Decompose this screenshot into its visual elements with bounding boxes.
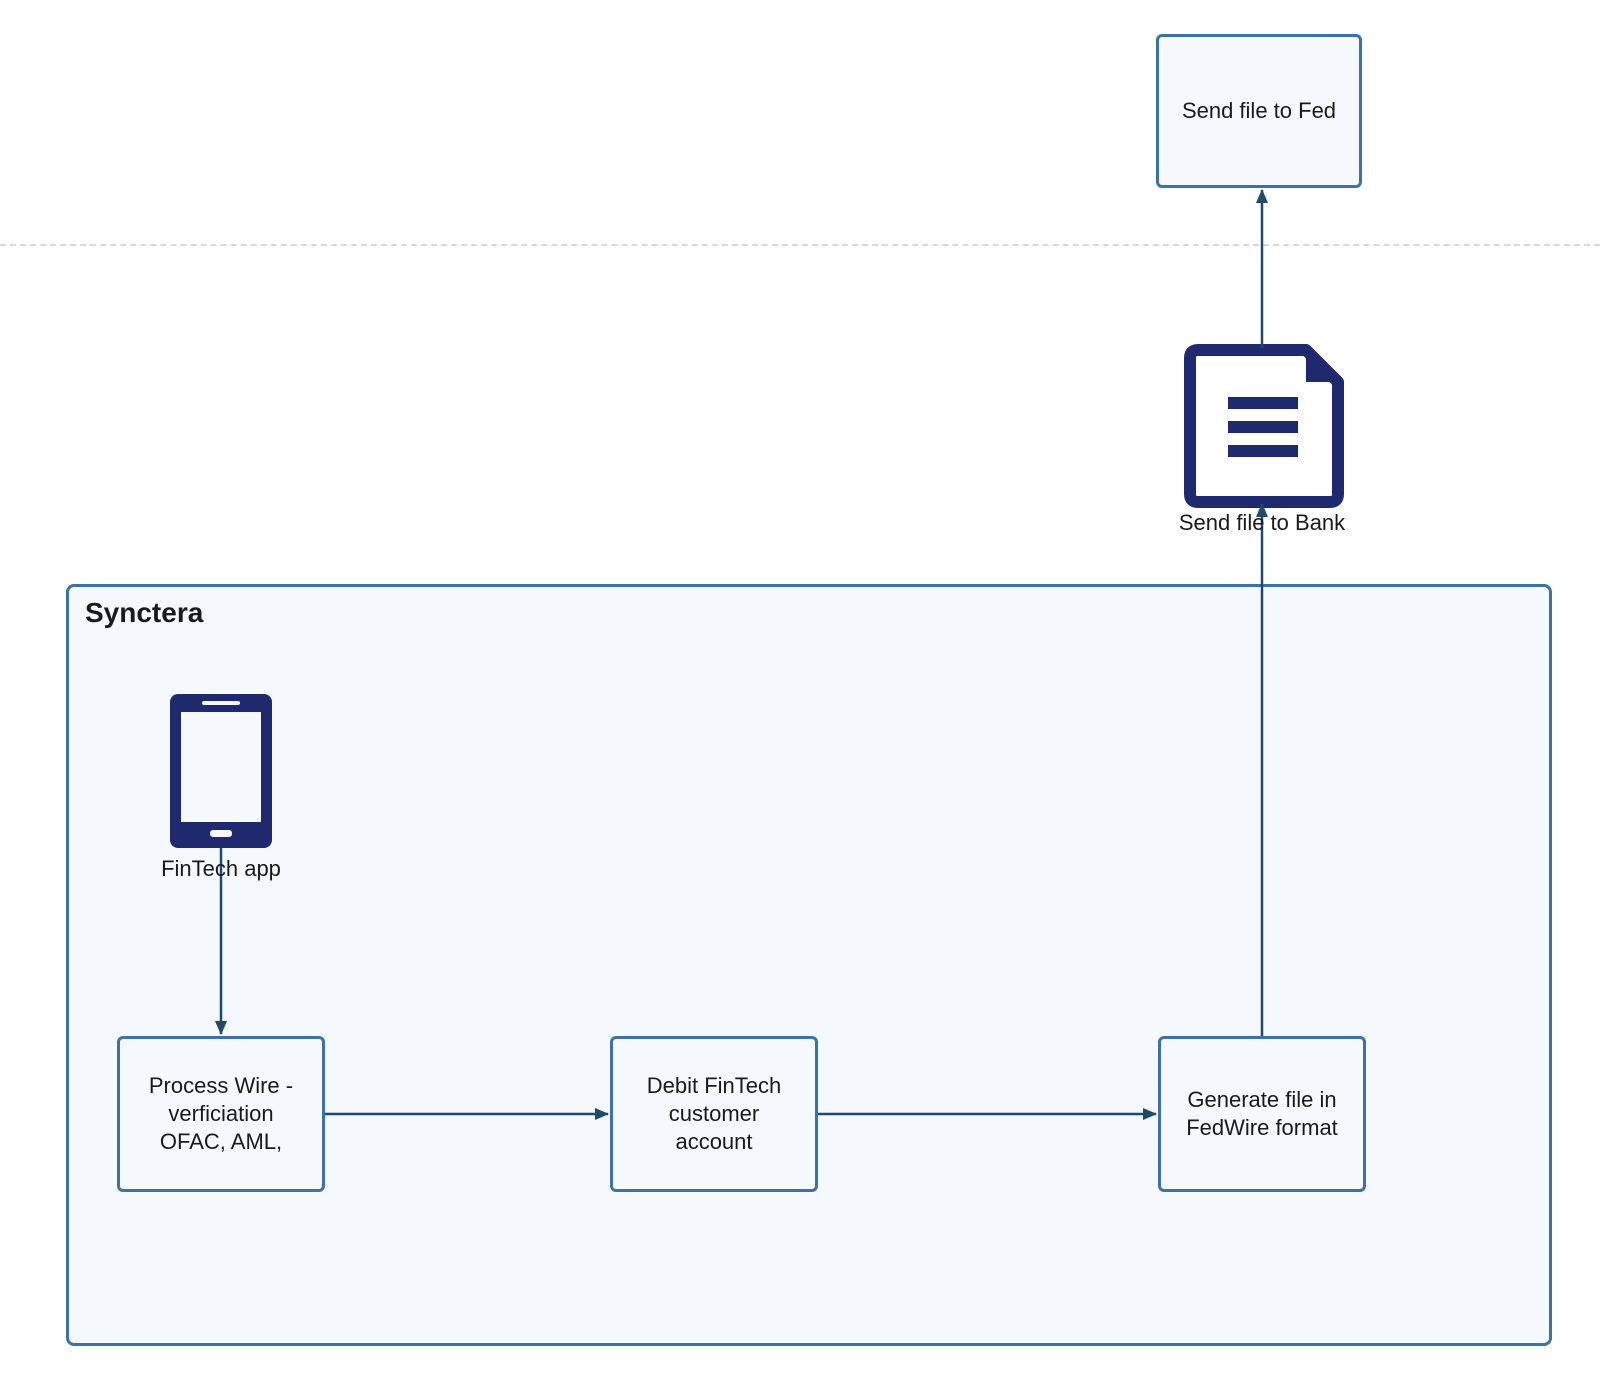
synctera-container: Synctera [66,584,1552,1346]
generate-file-node[interactable]: Generate file in FedWire format [1158,1036,1366,1192]
send-file-to-bank-label: Send file to Bank [1178,510,1346,535]
swimlane-divider [0,244,1600,246]
send-file-to-fed-node[interactable]: Send file to Fed [1156,34,1362,188]
debit-account-label: Debit FinTech customer account [646,1073,782,1154]
generate-file-label: Generate file in FedWire format [1186,1087,1338,1140]
mobile-phone-icon [170,694,272,848]
container-title: Synctera [85,597,204,628]
process-wire-node[interactable]: Process Wire - verficiation OFAC, AML, [117,1036,325,1192]
process-wire-label: Process Wire - verficiation OFAC, AML, [148,1073,294,1154]
fintech-app-label: FinTech app [161,856,281,881]
debit-account-node[interactable]: Debit FinTech customer account [610,1036,818,1192]
send-file-to-fed-label: Send file to Fed [1181,98,1337,123]
document-icon [1184,344,1344,508]
